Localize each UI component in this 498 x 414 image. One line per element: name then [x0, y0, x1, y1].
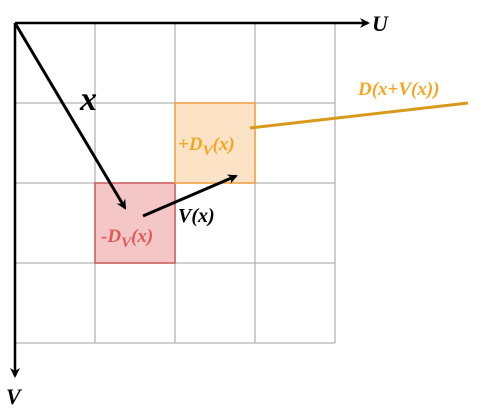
- minus-displacement-cell: [94, 182, 176, 264]
- minus-cell-label-sub: V: [121, 235, 133, 251]
- minus-cell-label-prefix: -D: [101, 226, 121, 247]
- plus-cell-label-prefix: +D: [178, 134, 203, 155]
- callout-label: D(x+V(x)): [357, 79, 440, 100]
- v-vector-arrow: [142, 174, 238, 218]
- plus-cell-label: +DV(x): [178, 134, 235, 159]
- minus-cell-label-suffix: (x): [131, 226, 153, 247]
- minus-cell-label: -DV(x): [101, 226, 153, 251]
- u-axis-label: U: [372, 11, 389, 36]
- v-vector-label: V(x): [178, 205, 215, 227]
- plus-cell-label-suffix: (x): [213, 134, 235, 155]
- plus-cell-label-sub: V: [203, 143, 215, 159]
- plus-displacement-cell: [174, 102, 256, 184]
- v-axis-label: V: [6, 384, 23, 409]
- x-vector-arrow: [13, 22, 127, 210]
- x-vector-label: x: [79, 81, 97, 118]
- callout-line: [249, 101, 469, 130]
